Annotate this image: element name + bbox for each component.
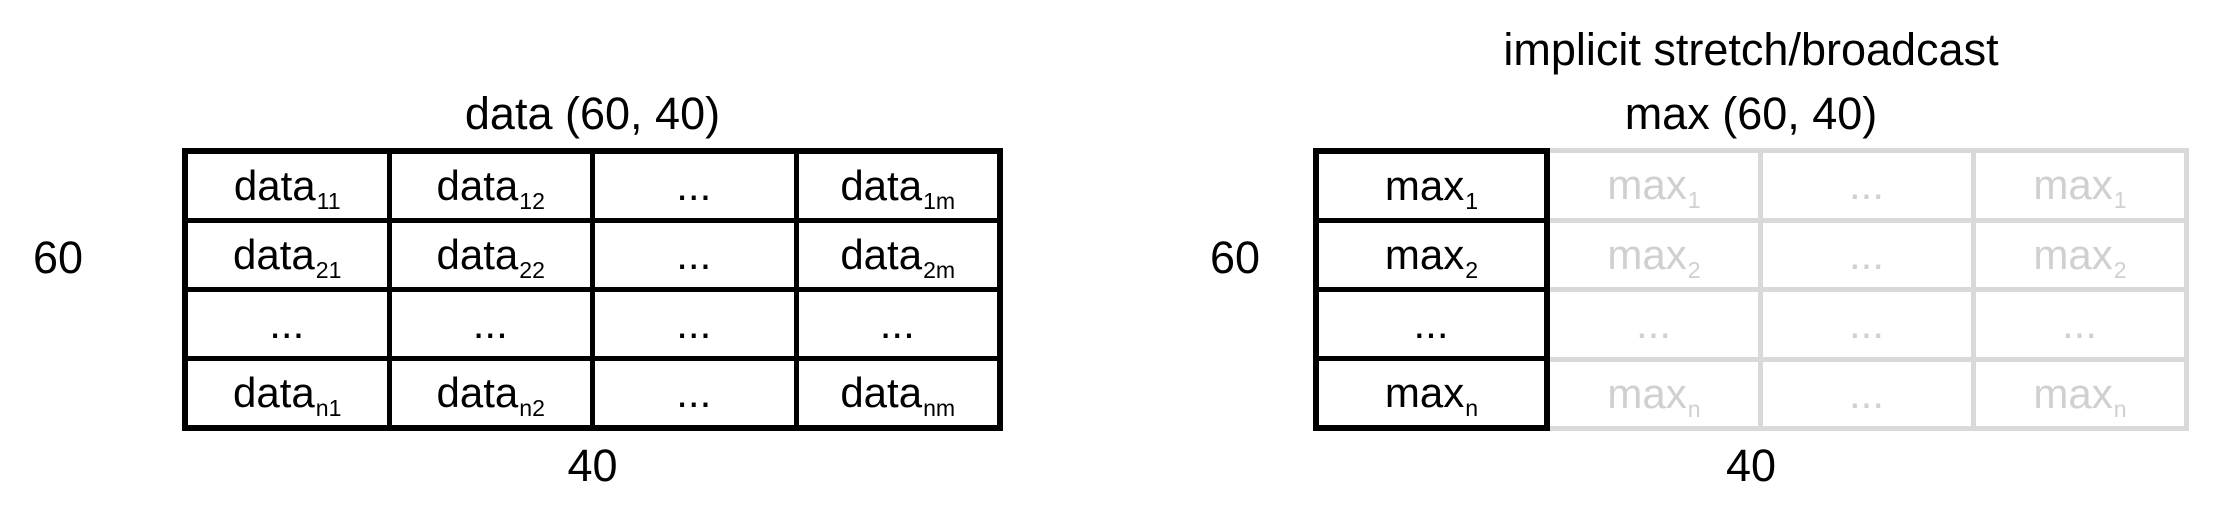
data-matrix-cell: data21 [188, 223, 387, 287]
data-matrix-title: data (60, 40) [464, 88, 721, 139]
max-broadcast-cell: ... [1763, 292, 1971, 357]
data-matrix-cell: data12 [391, 154, 590, 218]
data-matrix-cell: datanm [798, 361, 997, 425]
max-broadcast-cell: ... [1763, 153, 1971, 218]
data-matrix-cell: datan1 [188, 361, 387, 425]
max-broadcast-region: max1 ... max1 max2 ... max2 ... ... ... … [1550, 148, 2189, 431]
data-matrix-cell: data2m [798, 223, 997, 287]
max-broadcast-cell: max1 [1550, 153, 1758, 218]
max-source-cell: max1 [1319, 154, 1544, 218]
max-broadcast-cell: max2 [1550, 222, 1758, 287]
data-matrix: data11 data12 ... data1m data21 data22 .… [182, 148, 1003, 431]
max-broadcast-cell: ... [1763, 361, 1971, 426]
max-broadcast-cell: max1 [1976, 153, 2184, 218]
data-rows-dimension-label: 60 [32, 232, 84, 283]
data-matrix-cell: datan2 [391, 361, 590, 425]
max-broadcast-cell: maxn [1976, 361, 2184, 426]
max-broadcast-cell: maxn [1550, 361, 1758, 426]
max-broadcast-cell: ... [1976, 292, 2184, 357]
data-matrix-cell: ... [595, 154, 794, 218]
max-source-column: max1 max2 ... maxn [1313, 148, 1550, 431]
data-matrix-cell: ... [188, 292, 387, 356]
max-broadcast-cell: max2 [1976, 222, 2184, 287]
data-matrix-cell: data11 [188, 154, 387, 218]
data-matrix-cell: ... [391, 292, 590, 356]
data-matrix-cell: ... [595, 361, 794, 425]
data-matrix-cell: data22 [391, 223, 590, 287]
max-source-cell: ... [1319, 292, 1544, 356]
max-rows-dimension-label: 60 [1209, 232, 1261, 283]
max-source-cell: maxn [1319, 361, 1544, 425]
data-matrix-cell: ... [595, 292, 794, 356]
max-source-cell: max2 [1319, 223, 1544, 287]
data-matrix-cell: ... [595, 223, 794, 287]
max-broadcast-cell: ... [1763, 222, 1971, 287]
data-cols-dimension-label: 40 [567, 440, 618, 491]
max-matrix: max1 max2 ... maxn max1 ... max1 max2 ..… [1313, 148, 2189, 431]
max-broadcast-cell: ... [1550, 292, 1758, 357]
data-matrix-cell: ... [798, 292, 997, 356]
broadcast-caption: implicit stretch/broadcast [1503, 24, 1999, 75]
data-matrix-cell: data1m [798, 154, 997, 218]
max-matrix-title: max (60, 40) [1624, 88, 1878, 139]
max-cols-dimension-label: 40 [1725, 440, 1777, 491]
